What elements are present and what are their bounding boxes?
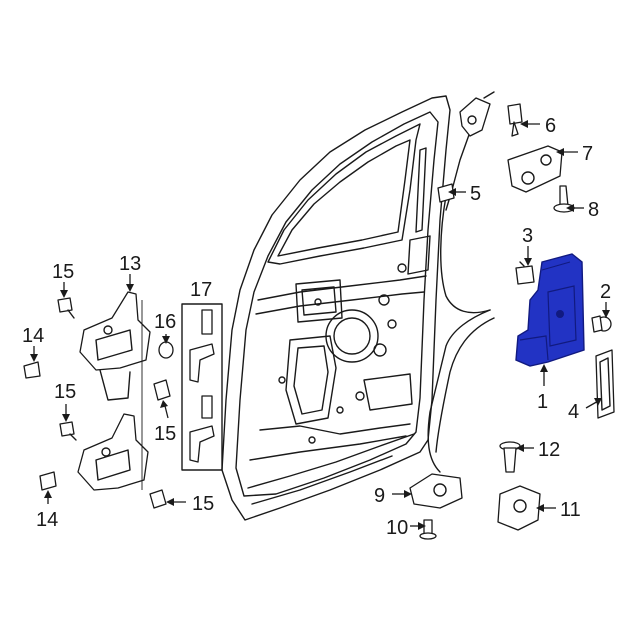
callout-15-mid: 15 [54,381,76,403]
part-12-pin [499,441,521,473]
part-13-lower-hinge [77,413,149,491]
latch-cables [427,109,495,473]
callout-13: 13 [119,253,141,275]
callout-12: 12 [538,439,560,461]
callout-labels: 1 2 3 4 5 6 7 8 9 10 11 12 13 14 14 15 1… [22,115,611,539]
hinge-bolts [23,297,174,509]
part-4-seal [595,349,615,419]
part-17-box [181,303,223,471]
callout-14-bottom: 14 [36,509,58,531]
callout-5: 5 [470,183,481,205]
callout-2: 2 [600,281,611,303]
callout-15-bottom-right: 15 [192,493,214,515]
part-8-pin [553,185,575,213]
callout-15-right: 15 [154,423,176,445]
callout-16: 16 [154,311,176,333]
callout-17: 17 [190,279,212,301]
callout-9: 9 [374,485,385,507]
part-5-clip [437,183,455,203]
part-13-upper-hinge [79,291,151,401]
callout-4: 4 [568,401,579,423]
callout-15-top: 15 [52,261,74,283]
upper-rod-assembly [459,91,495,137]
callout-7: 7 [582,143,593,165]
part-9-actuator [409,473,463,509]
door-latch-assembly-highlighted[interactable] [515,253,585,367]
callout-11: 11 [560,499,581,521]
part-2-bolt [591,315,612,333]
part-3-clip [515,261,535,285]
callout-6: 6 [545,115,556,137]
callout-10: 10 [386,517,408,539]
part-6-bolt [507,103,523,137]
callout-8: 8 [588,199,599,221]
callout-1: 1 [537,391,548,413]
part-10-pin [419,519,437,540]
callout-14-top: 14 [22,325,44,347]
part-7-striker [507,145,563,193]
callout-leaders [30,120,610,530]
callout-3: 3 [522,225,533,247]
part-11-striker [497,485,541,531]
door-panel [221,95,451,521]
